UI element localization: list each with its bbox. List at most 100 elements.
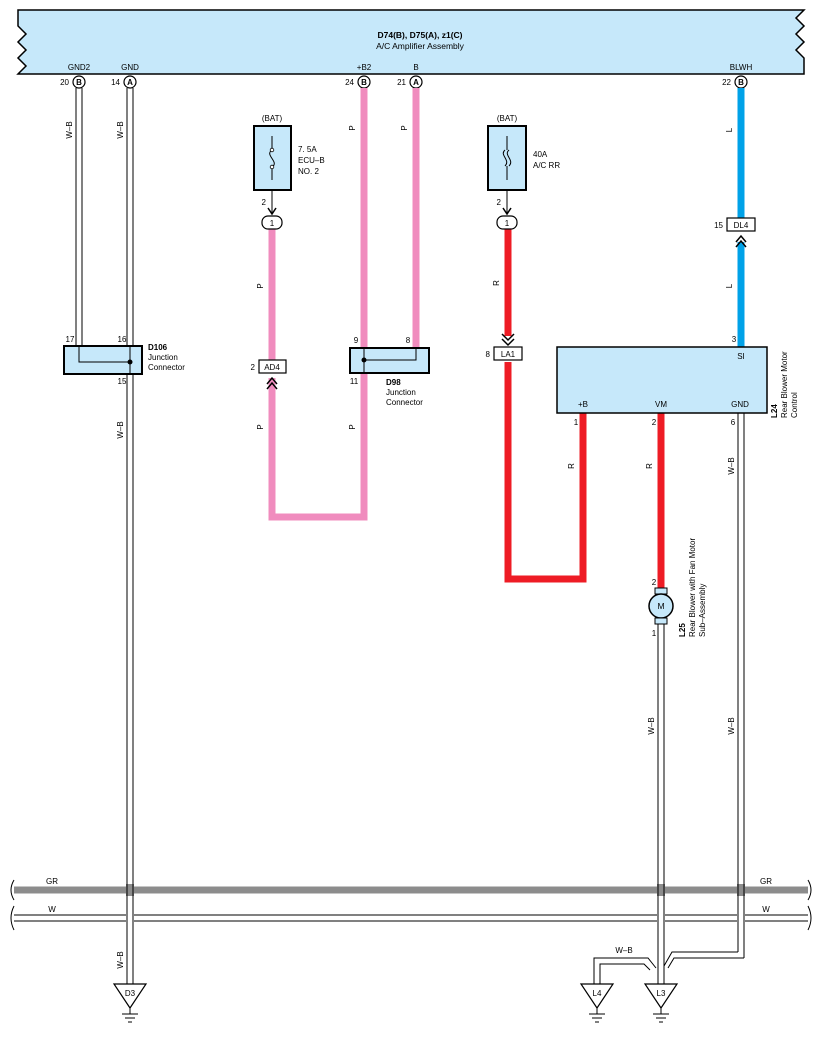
pin-conn-b-20: B [76, 78, 82, 87]
l24-box [556, 346, 768, 414]
wire-b-label: P [400, 125, 409, 130]
ground-l4 [579, 983, 615, 1023]
ground-l3 [643, 968, 679, 1023]
fuse2-conn: 1 [505, 219, 510, 228]
pin-num-21: 21 [397, 78, 406, 87]
pin-22-blwh: B 22 [722, 75, 748, 89]
fuse2-name: A/C RR [533, 161, 560, 170]
bus-gr [10, 879, 812, 901]
wire-gnd-wb [126, 88, 134, 984]
dl4-pin: 15 [714, 221, 723, 230]
bus-w-label-left: W [48, 905, 56, 914]
d106-junction-connector [63, 345, 143, 375]
l24-gnd: GND [731, 400, 749, 409]
pin-label-gnd2: GND2 [68, 63, 91, 72]
d98-name1: Junction [386, 388, 416, 397]
wire-gnd2-wb [75, 88, 83, 346]
wire-blwh-label: L [725, 127, 734, 132]
ac-amplifier-box [16, 9, 806, 75]
d106-pin15: 15 [118, 377, 127, 386]
pin-label-blwh: BLWH [730, 63, 753, 72]
fuse1-terminal [261, 190, 283, 230]
d106-name2: Connector [148, 363, 185, 372]
d106-pin16: 16 [118, 335, 127, 344]
l24-pin6: 6 [731, 418, 736, 427]
l25-id: L25 [678, 623, 687, 637]
pin-num-20: 20 [60, 78, 69, 87]
wire-gnd-crossing-lines [126, 884, 134, 924]
l24-id: L24 [770, 404, 779, 418]
l24-si: SI [737, 352, 745, 361]
l24-pin2: 2 [652, 418, 657, 427]
d98-junction-connector [349, 347, 430, 374]
wire-gnd-w-crossing [126, 914, 134, 922]
pin-conn-b-22: B [738, 78, 744, 87]
l25-name2: Sub–Assembly [698, 584, 707, 637]
fuse2-box [487, 125, 527, 191]
wire-gnd2-label: W–B [65, 121, 74, 138]
pin-num-24: 24 [345, 78, 354, 87]
pin-21-b: A 21 [397, 75, 423, 89]
ground-l3-label: L3 [657, 989, 666, 998]
motor-symbol: M [657, 601, 664, 611]
l24-name1: Rear Blower Motor [780, 351, 789, 418]
wire-gnd-label-top: W–B [116, 121, 125, 138]
bus-gr-label-left: GR [46, 877, 58, 886]
wire-d98-label: P [348, 424, 357, 429]
bus-w-label-right: W [762, 905, 770, 914]
pin-label-b: B [413, 63, 418, 72]
fuse1-box [253, 125, 292, 191]
d98-pin8: 8 [406, 336, 411, 345]
d106-pin17: 17 [66, 335, 75, 344]
ad4-label: AD4 [264, 363, 280, 372]
fuse1-conn: 1 [270, 219, 275, 228]
wire-gnd-label-bottom: W–B [116, 951, 125, 968]
fuse1-rating: 7. 5A [298, 145, 317, 154]
l25-pin2: 2 [652, 578, 657, 587]
d98-pin9: 9 [354, 336, 359, 345]
bus-crossings-right [657, 884, 745, 924]
fuse2-rating: 40A [533, 150, 548, 159]
ground-l4-label: L4 [593, 989, 602, 998]
d98-name2: Connector [386, 398, 423, 407]
fuse2-terminal [496, 190, 518, 230]
wire-gnd-gr-crossing [126, 884, 134, 896]
l24-vm: VM [655, 400, 667, 409]
pin-num-14: 14 [111, 78, 120, 87]
pin-label-b2: +B2 [357, 63, 372, 72]
ac-amplifier-ids: D74(B), D75(A), z1(C) [377, 30, 462, 40]
fuse2-source: (BAT) [497, 114, 518, 123]
fuse1-name2: NO. 2 [298, 167, 319, 176]
l24-name2: Control [790, 392, 799, 418]
pin-label-gnd: GND [121, 63, 139, 72]
l24-plusb: +B [578, 400, 588, 409]
bus-w [10, 905, 812, 931]
la1-pin: 8 [486, 350, 491, 359]
d98-id: D98 [386, 378, 401, 387]
ground-d3 [112, 983, 148, 1023]
wire-fuse1-label: P [256, 283, 265, 288]
la1-label: LA1 [501, 350, 516, 359]
wire-pink-circuit [268, 88, 420, 521]
l25-motor [648, 587, 674, 625]
wire-plusb-label: R [567, 463, 576, 469]
l24-pin1: 1 [574, 418, 579, 427]
pin-24-b2: B 24 [345, 75, 371, 89]
dl4-connector [726, 217, 756, 248]
wire-l24-gnd-label-bottom: W–B [727, 717, 736, 734]
wire-l24-gnd-wb [663, 413, 745, 969]
la1-connector [493, 333, 523, 361]
pin-conn-a-21: A [413, 78, 419, 87]
fuse1-name1: ECU–B [298, 156, 325, 165]
d106-name1: Junction [148, 353, 178, 362]
l25-pin1: 1 [652, 629, 657, 638]
wire-l4-label: W–B [615, 946, 632, 955]
bus-gr-label-right: GR [760, 877, 772, 886]
wire-b2-label: P [348, 125, 357, 130]
wire-l4-wb [593, 957, 657, 984]
pin-conn-a-14: A [127, 78, 133, 87]
ad4-pin: 2 [251, 363, 256, 372]
wire-vm-label: R [645, 463, 654, 469]
fuse1-pin: 2 [262, 198, 267, 207]
